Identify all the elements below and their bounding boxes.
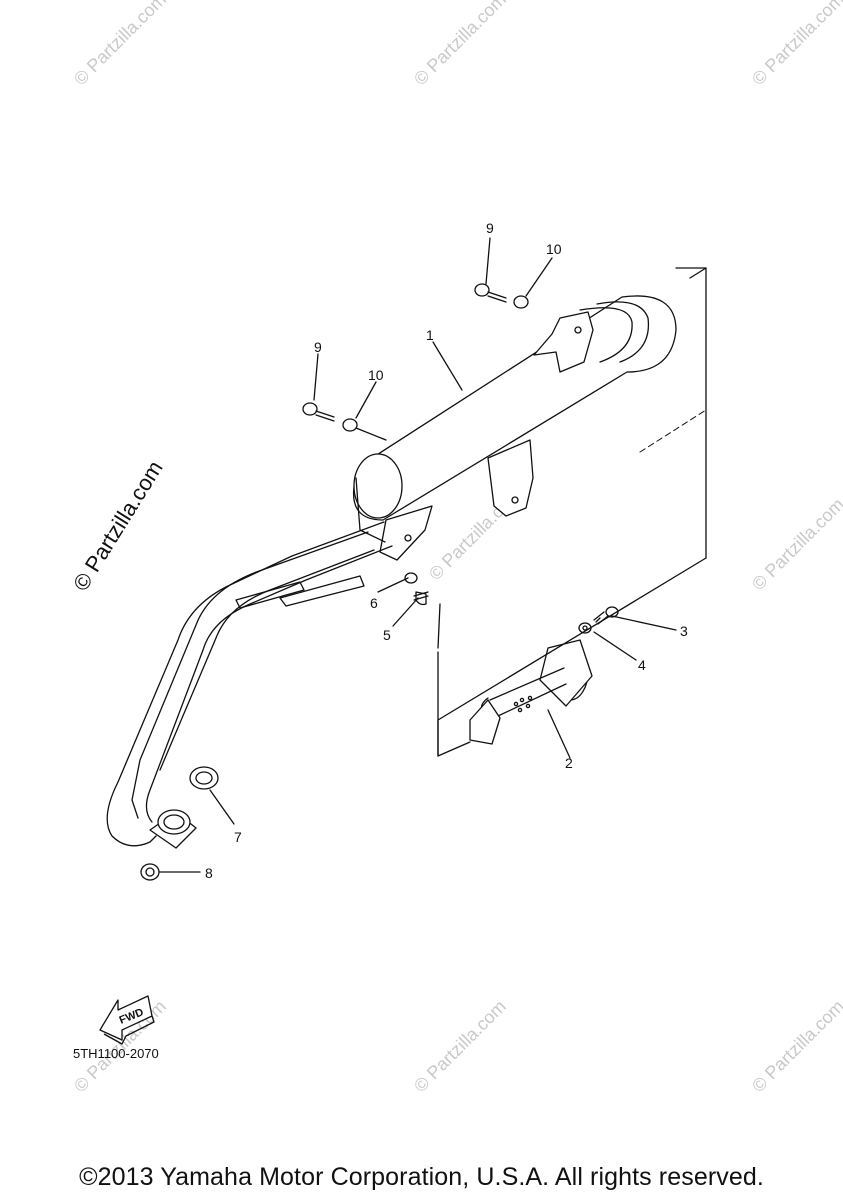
callout-7: 7 [234,829,242,845]
exhaust-pipe [106,521,393,849]
callout-1: 1 [426,327,434,343]
callout-8: 8 [205,865,213,881]
bolt-upper-rear [474,283,507,303]
copyright-text: ©2013 Yamaha Motor Corporation, U.S.A. A… [79,1163,764,1191]
callout-10-lower: 10 [368,367,384,383]
callout-9-lower: 9 [314,339,322,355]
washer-upper-rear [513,295,529,309]
washer-upper-front [342,418,358,432]
muffler [352,295,677,561]
drawing-code: 5TH1100-2070 [73,1046,159,1061]
callout-2: 2 [565,755,573,771]
spark-arrester [469,639,593,745]
screw-and-washer [578,606,619,634]
fwd-arrow-icon: FWD [99,995,155,1045]
callout-3: 3 [680,623,688,639]
callout-10-upper: 10 [546,241,562,257]
gasket [189,766,219,790]
callout-9-upper: 9 [486,220,494,236]
callout-6: 6 [370,595,378,611]
callout-5: 5 [383,627,391,643]
bolt-upper-front [302,402,335,422]
nut [140,863,160,881]
callout-4: 4 [638,657,646,673]
